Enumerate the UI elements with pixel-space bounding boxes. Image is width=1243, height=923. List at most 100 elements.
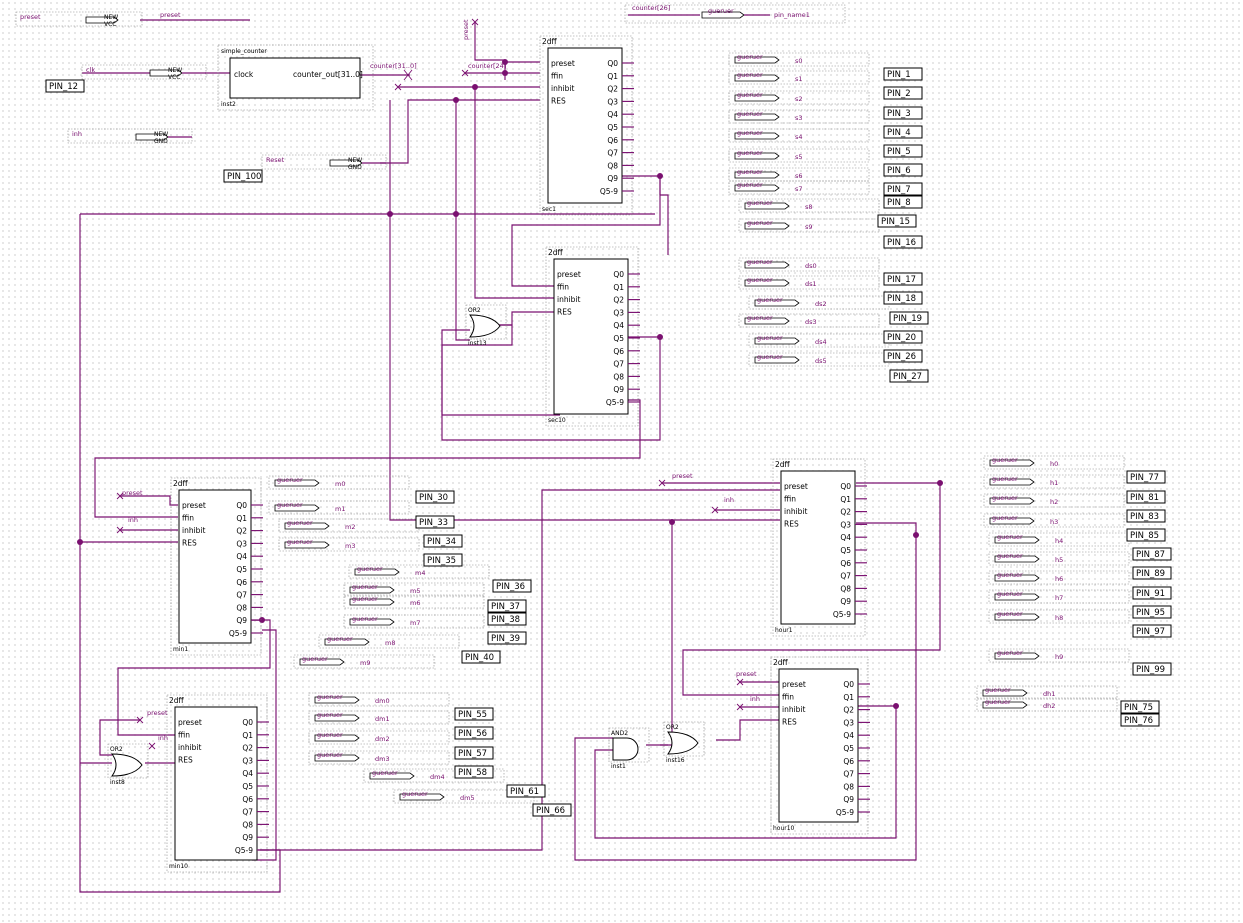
block-output-hour10-q8: Q8	[843, 782, 854, 791]
block-hour10[interactable]: 2dffpresetffininhibitRESQ0Q1Q2Q3Q4Q5Q6Q7…	[770, 656, 870, 835]
pin-box-pin-83: PIN_83	[1126, 509, 1166, 523]
pin-box-pin-2: PIN_2	[883, 86, 923, 100]
block-min1[interactable]: 2dffpresetffininhibitRESQ0Q1Q2Q3Q4Q5Q6Q7…	[170, 477, 263, 656]
pin-label-pin-3: PIN_3	[887, 109, 911, 119]
output-prefix-ds5: gueruer	[757, 353, 783, 361]
output-name-m0: m0	[335, 480, 345, 488]
block-output-min1-q7: Q7	[236, 591, 247, 600]
block-output-min1-q8: Q8	[236, 603, 247, 612]
pin-label-pin-8: PIN_8	[887, 198, 911, 208]
output-prefix-s5: gueruer	[737, 149, 763, 157]
output-name-s3: s3	[795, 114, 803, 122]
block-sec1[interactable]: 2dffpresetffininhibitRESQ0Q1Q2Q3Q4Q5Q6Q7…	[539, 35, 634, 216]
pin-box-pin-55: PIN_55	[454, 707, 494, 721]
pin-box-pin-19: PIN_19	[889, 311, 929, 325]
top-counter-label: counter[26]	[632, 4, 670, 12]
output-name-s1: s1	[795, 75, 803, 83]
pin-label-pin-91: PIN_91	[1136, 589, 1165, 599]
block-min10[interactable]: 2dffpresetffininhibitRESQ0Q1Q2Q3Q4Q5Q6Q7…	[166, 694, 269, 873]
block-sec10[interactable]: 2dffpresetffininhibitRESQ0Q1Q2Q3Q4Q5Q6Q7…	[545, 246, 640, 427]
output-name-h1: h1	[1050, 479, 1058, 487]
block-input-min1-inhibit: inhibit	[182, 526, 206, 535]
output-name-ds4: ds4	[815, 338, 827, 346]
block-output-hour1-q3: Q3	[840, 520, 851, 529]
input-prefix-clk: NEW	[168, 67, 182, 74]
block-output-min10-q9: Q9	[242, 833, 253, 842]
block-type-sec10: 2dff	[548, 248, 564, 257]
output-prefix-m1: gueruer	[277, 501, 303, 509]
pin-label-pin-15: PIN_15	[881, 217, 910, 227]
output-name-m5: m5	[410, 587, 420, 595]
output-name-m2: m2	[345, 523, 355, 531]
block-input-sec1-inhibit: inhibit	[551, 84, 575, 93]
simple-counter-block[interactable]: simple_counter clock counter_out[31..0] …	[217, 44, 417, 111]
block-output-hour10-q9: Q9	[843, 795, 854, 804]
block-output-min10-q10: Q5-9	[235, 846, 253, 855]
block-hour1[interactable]: 2dffpresetffininhibitRESQ0Q1Q2Q3Q4Q5Q6Q7…	[772, 458, 867, 637]
output-name-dm3: dm3	[375, 755, 390, 763]
block-input-sec10-res: RES	[557, 308, 572, 317]
output-name-s9: s9	[805, 223, 813, 231]
output-name-ds0: ds0	[805, 262, 817, 270]
net-label-inh-4: inh	[128, 516, 138, 524]
output-name-h3: h3	[1050, 518, 1058, 526]
net-label-preset-1: preset	[462, 19, 470, 40]
pin-box-pin-7: PIN_7	[883, 182, 923, 196]
pin-label-pin-57: PIN_57	[458, 749, 487, 759]
